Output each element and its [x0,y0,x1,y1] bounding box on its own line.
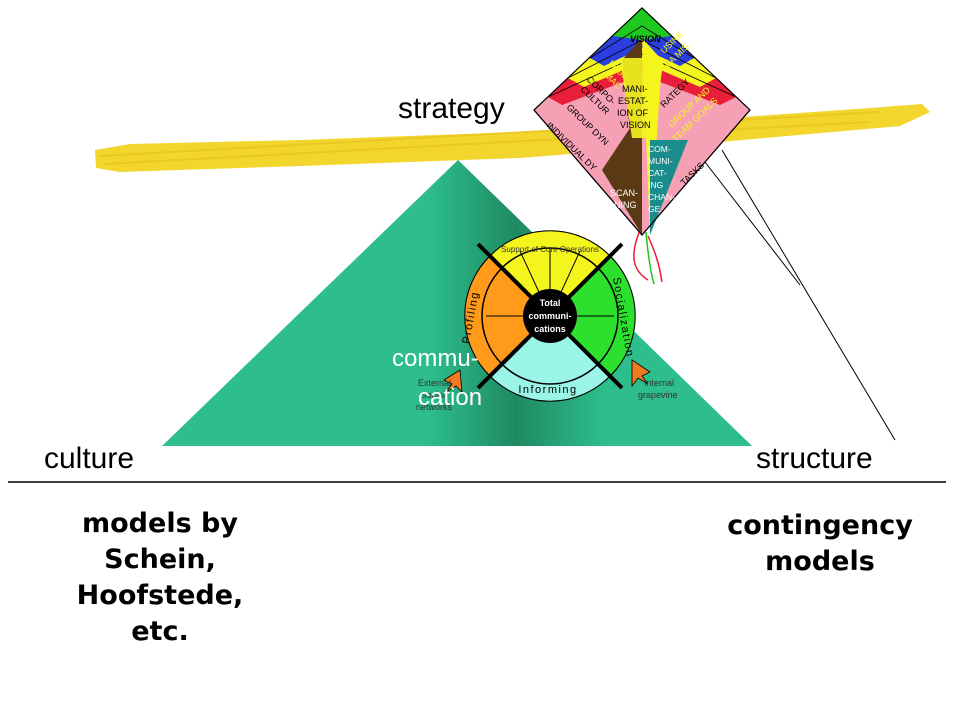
left-models-line: models by [82,508,238,539]
external-networks-line2: social [422,390,445,400]
kite-manifestation-2: ESTAT- [618,96,648,106]
internal-grapevine-line2: grapevine [638,390,678,400]
wheel-center-line1: Total [540,298,561,308]
strategy-kite [533,7,751,236]
yellow-band [95,104,930,172]
right-models-text: contingency models [700,508,940,580]
communication-label-line2: cation [418,384,482,411]
kite-communicating-6: GE [648,204,661,214]
left-models-line: Schein, [104,544,216,575]
kite-communicating-5: CHAN- [648,192,675,202]
right-models-line: models [765,546,875,577]
kite-vision-label: VISION [630,34,661,44]
external-networks-line3: networks [416,402,453,412]
right-models-line: contingency [727,510,913,541]
kite-communicating-3: CAT- [648,168,667,178]
internal-arrow-icon [631,359,651,388]
kite-manifestation-4: VISION [620,120,651,130]
external-arrow-icon [443,369,463,394]
wheel-top-label: Support of Core Operations [501,245,599,254]
strategy-label: strategy [398,92,505,125]
kite-communicating-4: ING [648,180,663,190]
left-models-line: Hoofstede, [76,580,244,611]
internal-grapevine-line1: Internal [644,378,674,388]
culture-label: culture [44,442,135,475]
kite-communicating-2: MUNI- [648,156,673,166]
kite-manifestation-3: ION OF [617,108,649,118]
kite-manifestation-1: MANI- [622,84,648,94]
kite-scanning-2: NING [614,200,637,210]
structure-label: structure [756,442,873,475]
wheel-center-line3: cations [534,324,566,334]
kite-string [633,139,896,441]
left-models-line: etc. [131,616,189,647]
wheel-bottom-label: Informing [518,384,577,396]
wheel-center-line2: communi- [528,311,571,321]
kite-scanning-1: SCAN- [610,188,638,198]
left-models-text: models by Schein, Hoofstede, etc. [40,506,280,650]
kite-communicating-1: COM- [648,144,671,154]
communication-wheel [464,230,636,402]
communication-label-line1: commu- [392,345,479,372]
external-networks-line1: External [418,378,451,388]
